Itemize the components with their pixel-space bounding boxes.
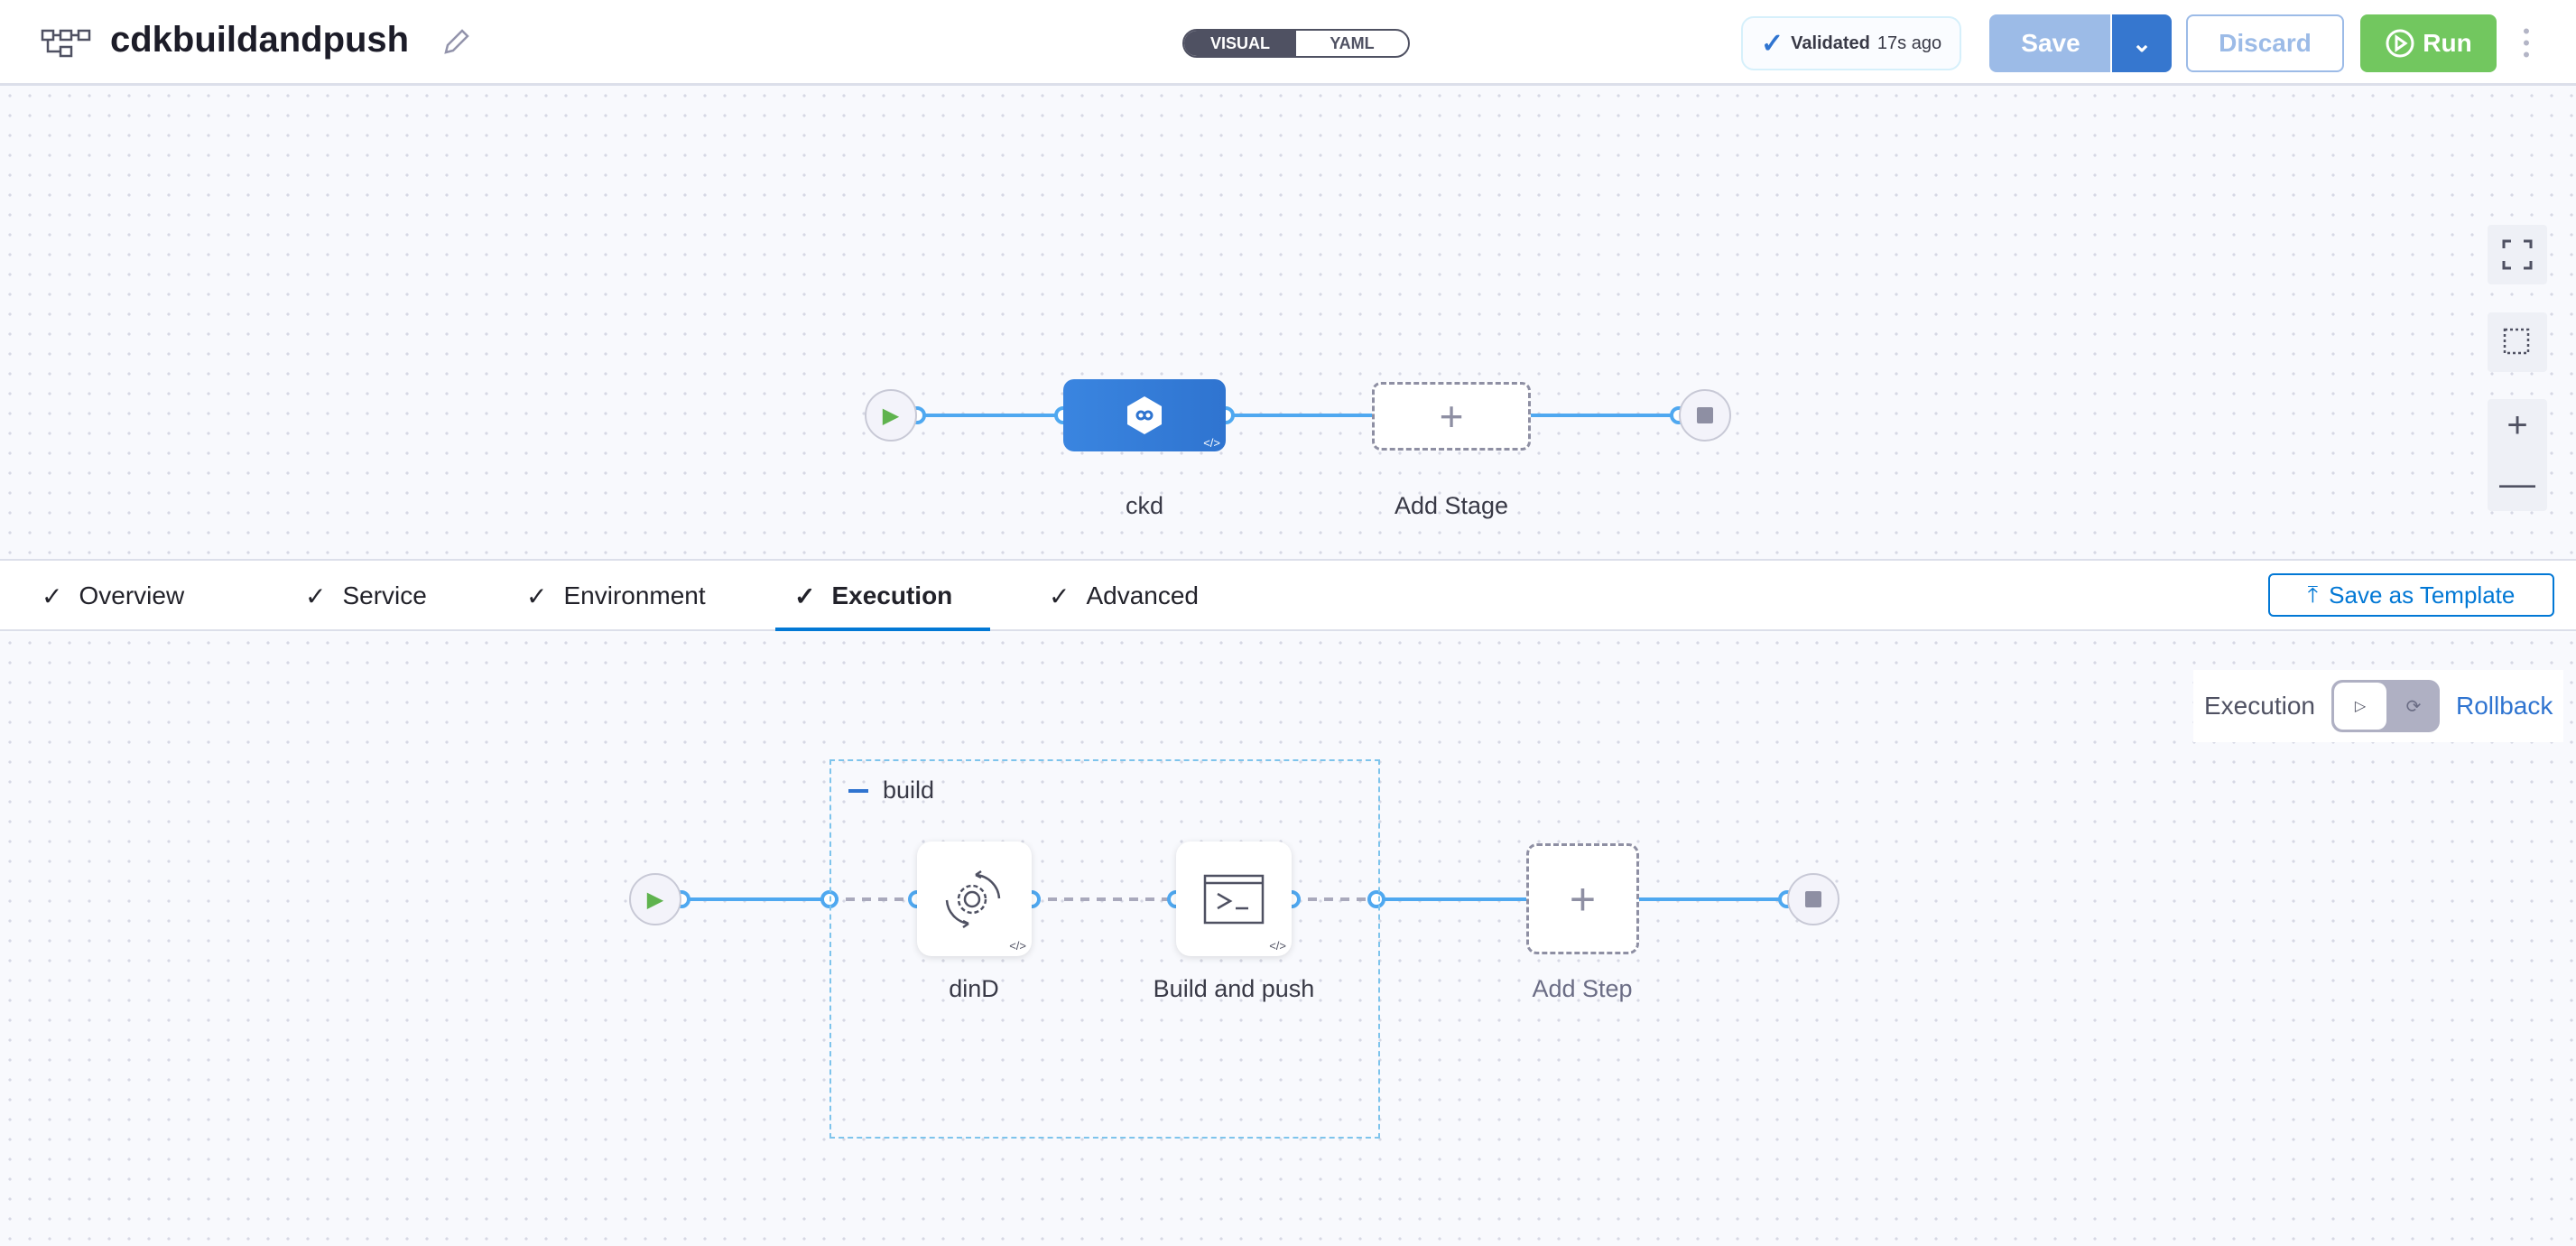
run-label: Run — [2423, 29, 2472, 57]
save-button[interactable]: Save — [1989, 14, 2112, 72]
play-circle-icon — [2386, 29, 2414, 58]
terminal-icon — [1203, 874, 1265, 924]
deploy-stage-icon — [1127, 396, 1162, 434]
add-step-button[interactable]: + — [1526, 843, 1639, 954]
pipeline-start-icon: ▶ — [865, 389, 917, 442]
check-icon: ✓ — [526, 581, 548, 610]
stage-canvas — [0, 86, 2576, 559]
pipeline-title: cdkbuildandpush — [110, 20, 410, 60]
execution-rollback-toggle[interactable]: ▷ ⟳ — [2330, 680, 2440, 732]
execution-rollback-switch: Execution ▷ ⟳ Rollback — [2193, 670, 2563, 742]
rollback-view-icon: ⟳ — [2405, 696, 2422, 717]
tab-label: Overview — [79, 581, 185, 609]
save-dropdown-chevron-icon[interactable]: ⌄ — [2110, 14, 2172, 72]
check-icon: ✓ — [794, 581, 816, 610]
tab-overview[interactable]: ✓ Overview — [42, 561, 184, 631]
stage-tabs: ✓ Overview ✓ Service ✓ Environment ✓ Executi… — [0, 559, 2576, 631]
code-icon: </> — [1009, 939, 1026, 953]
add-stage-button[interactable]: + — [1372, 382, 1531, 451]
code-icon: </> — [1269, 939, 1286, 953]
add-step-label: Add Step — [1532, 975, 1633, 1002]
select-area-icon[interactable] — [2488, 312, 2547, 372]
tab-environment[interactable]: ✓ Environment — [526, 561, 706, 631]
tab-execution[interactable]: ✓ Execution — [794, 561, 952, 631]
step-label: Build and push — [1153, 975, 1315, 1002]
execution-start-icon: ▶ — [629, 873, 681, 925]
step-group-build[interactable] — [829, 759, 1380, 1139]
execution-label: Execution — [2204, 692, 2315, 720]
code-icon: </> — [1203, 436, 1220, 450]
validation-status[interactable]: ✓ Validated 17s ago — [1741, 16, 1961, 70]
step-label: dinD — [949, 975, 999, 1002]
pipeline-icon — [41, 29, 91, 58]
zoom-in-icon[interactable]: + — [2507, 405, 2528, 445]
save-as-template-button[interactable]: ⤒ Save as Template — [2268, 573, 2554, 617]
gear-sync-icon — [945, 869, 1000, 928]
view-mode-toggle[interactable]: VISUAL YAML — [1182, 29, 1410, 58]
run-button[interactable]: Run — [2360, 14, 2497, 72]
check-icon: ✓ — [1049, 581, 1070, 610]
collapse-icon[interactable] — [848, 788, 868, 793]
group-name: build — [883, 776, 935, 804]
check-icon: ✓ — [1760, 28, 1784, 59]
tab-label: Advanced — [1086, 581, 1200, 609]
discard-button[interactable]: Discard — [2186, 14, 2344, 72]
tab-label: Environment — [563, 581, 706, 609]
step-node-dind[interactable]: </> — [917, 842, 1032, 956]
header: cdkbuildandpush VISUAL YAML ✓ Validated … — [0, 0, 2576, 86]
more-options-icon[interactable]: ••• — [2523, 20, 2530, 66]
stage-label: ckd — [1125, 492, 1164, 519]
tab-service[interactable]: ✓ Service — [305, 561, 427, 631]
tab-label: Service — [342, 581, 427, 609]
check-icon: ✓ — [305, 581, 327, 610]
stage-node-ckd[interactable]: </> — [1063, 379, 1226, 451]
validated-label: Validated — [1791, 33, 1870, 53]
step-group-header: build — [848, 776, 934, 804]
edit-pencil-icon[interactable] — [440, 27, 471, 58]
tab-label: Execution — [831, 581, 953, 609]
visual-mode-button[interactable]: VISUAL — [1184, 31, 1296, 56]
step-node-build-and-push[interactable]: </> — [1176, 842, 1292, 956]
tab-advanced[interactable]: ✓ Advanced — [1049, 561, 1199, 631]
zoom-out-icon[interactable]: — — [2499, 464, 2535, 504]
validated-time: 17s ago — [1876, 33, 1942, 53]
pipeline-end-icon — [1679, 389, 1731, 442]
execution-view-icon: ▷ — [2333, 683, 2386, 730]
check-icon: ✓ — [42, 581, 63, 610]
add-stage-label: Add Stage — [1394, 492, 1509, 519]
active-tab-indicator — [775, 628, 990, 631]
execution-end-icon — [1787, 873, 1839, 925]
fullscreen-icon[interactable] — [2488, 225, 2547, 284]
yaml-mode-button[interactable]: YAML — [1330, 33, 1375, 52]
upload-icon: ⤒ — [2307, 581, 2319, 608]
zoom-controls: + — — [2488, 399, 2547, 511]
save-template-label: Save as Template — [2329, 581, 2516, 609]
rollback-link[interactable]: Rollback — [2455, 692, 2553, 720]
